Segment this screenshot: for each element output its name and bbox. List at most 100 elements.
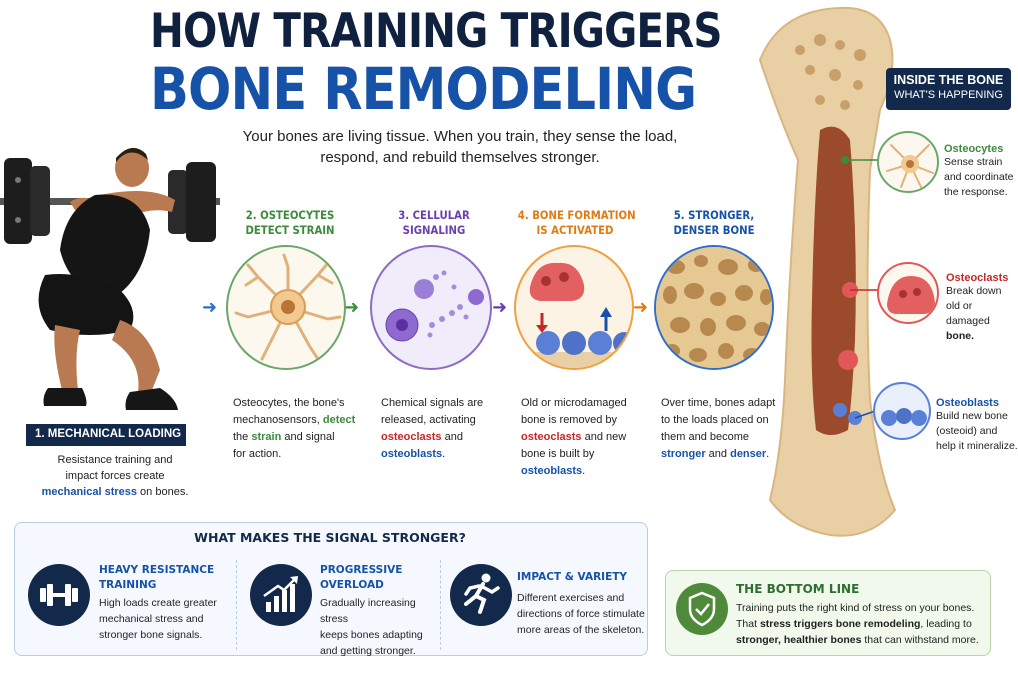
step-4-title: 4. BONE FORMATION IS ACTIVATED: [517, 208, 636, 238]
osteoblasts-name: Osteoblasts: [936, 397, 999, 409]
osteocytes-callout: Osteocytes Sense strain and coordinate t…: [944, 143, 1016, 200]
step-2-text-line-2: mechanosensors,: [233, 414, 323, 426]
step-1-text-line-3: on bones.: [137, 486, 189, 498]
cell-signaling-icon: [385, 270, 484, 342]
osteocytes-line-1: Sense strain: [944, 156, 1003, 168]
title-line-2: BONE REMODELING: [150, 55, 697, 123]
arrow-right-icon: ➜: [492, 297, 508, 317]
bottom-line-line-2: That stress triggers bone remodeling, le…: [736, 616, 991, 632]
step-2-title: 2. OSTEOCYTES DETECT STRAIN: [237, 208, 343, 238]
feature-3-line-2: directions of force stimulate: [517, 608, 645, 620]
bottom-line-title: THE BOTTOM LINE: [736, 582, 860, 596]
step-3-title: 3. CELLULAR SIGNALING: [381, 208, 487, 238]
osteoblast-icon: [881, 408, 927, 426]
feature-1-title-line-2: TRAINING: [99, 579, 157, 591]
osteoclasts-line-3: bone.: [946, 330, 974, 342]
inside-title: INSIDE THE BONE: [893, 73, 1004, 87]
osteoclast-icon: [887, 276, 935, 314]
step-5-text-line-1: Over time, bones adapt: [661, 397, 776, 409]
bottom-line-box: [665, 570, 991, 656]
step-4-title-line-1: 4. BONE FORMATION: [517, 208, 636, 222]
step-2-title-line-1: 2. OSTEOCYTES: [245, 208, 335, 222]
osteoblasts-line-3: help it mineralize.: [936, 440, 1018, 452]
step-3-text: Chemical signals are released, activatin…: [381, 395, 511, 463]
subtitle-line-1: Your bones are living tissue. When you t…: [242, 128, 678, 145]
step-5-text-line-3: them and become: [661, 431, 750, 443]
panel-divider: [440, 560, 441, 650]
step-4-text-line-3: and new: [581, 431, 627, 443]
feature-3-line-3: more areas of the skeleton.: [517, 624, 645, 636]
inside-the-bone-header: INSIDE THE BONE WHAT'S HAPPENING: [886, 68, 1011, 110]
osteocytes-line-3: the response.: [944, 186, 1008, 198]
step-5-highlight-stronger: stronger: [661, 448, 706, 460]
step-4-formation-image: [514, 245, 634, 370]
feature-1-title-line-1: HEAVY RESISTANCE: [99, 564, 215, 576]
step-4-text-line-1: Old or microdamaged: [521, 397, 627, 409]
step-5-text-line-2: to the loads placed on: [661, 414, 769, 426]
femur-bone-illustration: [758, 6, 897, 537]
step-5-text-line-4c: .: [766, 448, 770, 460]
step-4-highlight-osteoblasts: osteoblasts: [521, 465, 583, 477]
step-5-title: 5. STRONGER, DENSER BONE: [661, 208, 767, 238]
osteocyte-callout-image: [877, 131, 939, 193]
step-5-text: Over time, bones adapt to the loads plac…: [661, 395, 791, 463]
bottom-line-line-3: stronger, healthier bones that can withs…: [736, 632, 991, 648]
feature-2-line-3: and getting stronger.: [320, 645, 416, 657]
feature-1-line-3: stronger bone signals.: [99, 629, 203, 641]
osteocyte-icon: [234, 253, 342, 361]
feature-3-line-1: Different exercises and: [517, 592, 625, 604]
feature-2-line-2: keeps bones adapting: [320, 629, 423, 641]
feature-heavy-resistance: HEAVY RESISTANCE TRAINING High loads cre…: [99, 563, 234, 643]
osteocytes-name: Osteocytes: [944, 143, 1004, 155]
step-1-text-line-1: Resistance training and: [57, 454, 173, 466]
title-line-1: HOW TRAINING TRIGGERS: [150, 4, 723, 59]
osteoblasts-line-2: (osteoid) and: [936, 425, 998, 437]
bottom-line-line-2b: , leading to: [920, 618, 972, 630]
dense-bone-icon: [656, 247, 772, 368]
step-3-title-line-2: SIGNALING: [402, 223, 466, 237]
step-4-text-line-2: bone is removed by: [521, 414, 617, 426]
arrow-right-icon: ➜: [344, 297, 360, 317]
feature-progressive-overload: PROGRESSIVE OVERLOAD Gradually increasin…: [320, 563, 445, 659]
bone-formation-icon: [516, 262, 632, 368]
step-3-title-line-1: 3. CELLULAR: [398, 208, 470, 222]
step-3-text-line-3: and: [441, 431, 463, 443]
subtitle-line-2: respond, and rebuild themselves stronger…: [320, 149, 600, 166]
osteoclasts-name: Osteoclasts: [946, 272, 1009, 284]
bottom-line-line-2a: That: [736, 618, 760, 630]
shield-check-icon: [676, 583, 728, 635]
bottom-line-highlight-2: stronger, healthier bones: [736, 634, 862, 646]
step-4-title-line-2: IS ACTIVATED: [536, 223, 614, 237]
step-1-text: Resistance training and impact forces cr…: [40, 452, 190, 500]
growth-chart-icon: [250, 564, 312, 626]
osteoclasts-line-2: old or damaged: [946, 300, 990, 327]
step-4-highlight-osteoclasts: osteoclasts: [521, 431, 582, 443]
osteoblasts-callout: Osteoblasts Build new bone (osteoid) and…: [936, 397, 1018, 454]
step-2-title-line-2: DETECT STRAIN: [245, 223, 335, 237]
feature-1-line-2: mechanical stress and: [99, 613, 204, 625]
step-5-title-line-1: 5. STRONGER,: [673, 208, 755, 222]
feature-impact-variety: IMPACT & VARIETY Different exercises and…: [517, 570, 647, 638]
dumbbell-icon: [28, 564, 90, 626]
step-3-text-line-1: Chemical signals are: [381, 397, 484, 409]
bottom-line-highlight-1: stress triggers bone remodeling: [759, 618, 921, 630]
step-1-highlight: mechanical stress: [41, 486, 137, 498]
osteoblast-callout-image: [873, 382, 931, 440]
feature-1-line-1: High loads create greater: [99, 597, 217, 609]
step-4-text: Old or microdamaged bone is removed by o…: [521, 395, 651, 480]
step-2-text-line-3: the: [233, 431, 252, 443]
panel-title: WHAT MAKES THE SIGNAL STRONGER?: [194, 530, 466, 545]
osteoclasts-callout: Osteoclasts Break down old or damaged bo…: [946, 272, 1018, 344]
step-3-text-line-2: released, activating: [381, 414, 476, 426]
osteoclast-callout-image: [877, 262, 939, 324]
arrow-right-icon: ➜: [202, 297, 218, 317]
feature-2-title-line-1: PROGRESSIVE: [320, 564, 403, 576]
step-1-text-line-2: impact forces create: [65, 470, 165, 482]
signal-stronger-panel: [14, 522, 648, 656]
step-2-osteocyte-image: [226, 245, 346, 370]
osteocyte-icon: [886, 144, 934, 188]
step-2-text-line-4: for action.: [233, 448, 282, 460]
osteocytes-line-2: and coordinate: [944, 171, 1014, 183]
step-3-highlight-osteoblasts: osteoblasts: [381, 448, 443, 460]
panel-divider: [236, 560, 237, 650]
